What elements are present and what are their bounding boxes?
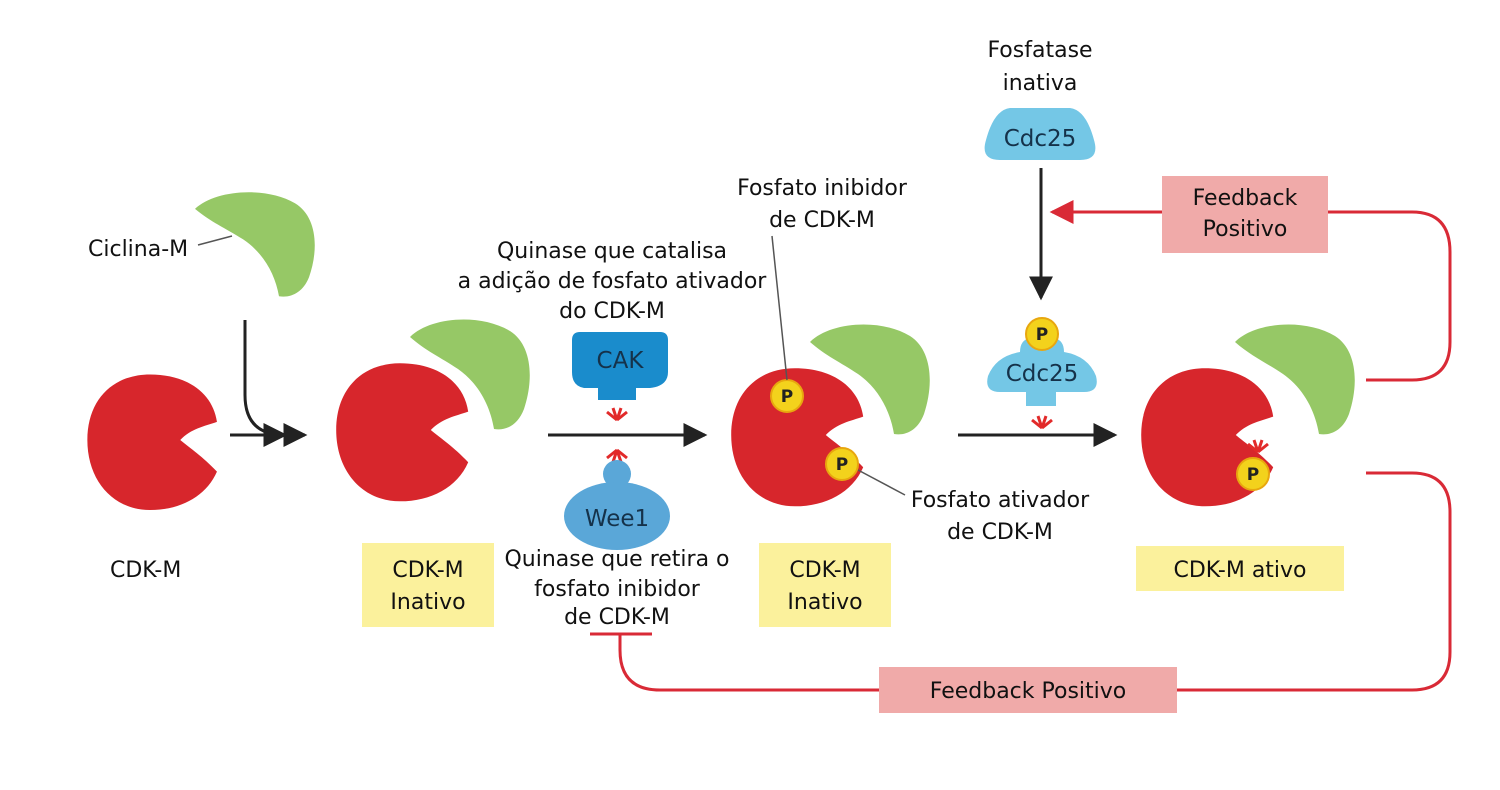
complex-1 xyxy=(336,319,530,502)
state-2-line-2: Inativo xyxy=(787,590,862,615)
cdk-free-label: CDK-M xyxy=(110,558,181,583)
state-1-line-1: CDK-M xyxy=(392,558,463,583)
cdc25-active-enzyme: Cdc25 P xyxy=(987,317,1097,430)
activating-leader-line xyxy=(857,469,906,496)
wee1-label: Wee1 xyxy=(585,506,649,532)
inhibitory-leader-line xyxy=(771,235,788,381)
binding-arrow-curved xyxy=(243,320,288,447)
activating-phosphate-symbol: P xyxy=(836,455,848,475)
cdc25-phosphate-symbol: P xyxy=(1036,325,1048,345)
phosphatase-line-2: inativa xyxy=(1003,71,1078,96)
phosphatase-line-1: Fosfatase xyxy=(987,38,1092,63)
activating-phosphate: P xyxy=(825,447,859,481)
cdc25-active-label: Cdc25 xyxy=(1006,361,1079,387)
state-box-3 xyxy=(1136,546,1344,591)
complex-2 xyxy=(731,324,930,507)
active-phosphate-symbol: P xyxy=(1247,465,1259,485)
feedback-top-line-2: Positivo xyxy=(1203,217,1288,242)
cdc25-inactive-label: Cdc25 xyxy=(1004,126,1077,152)
feedback-top-line-1: Feedback xyxy=(1193,186,1298,211)
cyclin-shape xyxy=(195,192,315,297)
cak-desc-line-2: a adição de fosfato ativador xyxy=(458,269,768,294)
cdk-free-protein xyxy=(87,374,217,511)
cdk-shape xyxy=(87,374,217,511)
cak-enzyme: CAK xyxy=(572,332,668,422)
activating-label-line-2: de CDK-M xyxy=(947,520,1053,545)
cyclin-leader-line xyxy=(197,235,233,246)
cak-desc-line-1: Quinase que catalisa xyxy=(497,239,727,264)
wee1-desc-line-1: Quinase que retira o xyxy=(504,547,729,572)
cak-sparks xyxy=(605,406,629,422)
feedback-bottom-line xyxy=(618,471,1452,692)
inhibitory-phosphate: P xyxy=(770,379,804,413)
wee1-desc-line-2: fosfato inibidor xyxy=(534,577,701,602)
active-phosphate: P xyxy=(1236,457,1270,491)
cdc25-sparks xyxy=(1030,414,1054,430)
state-box-2 xyxy=(759,543,891,627)
cdc25-inactive-enzyme: Cdc25 xyxy=(984,108,1096,160)
inhibitory-phosphate-symbol: P xyxy=(781,387,793,407)
wee1-enzyme: Wee1 xyxy=(564,448,670,550)
feedback-top-box xyxy=(1162,176,1328,253)
feedback-bottom-label: Feedback Positivo xyxy=(930,679,1127,704)
cak-desc-line-3: do CDK-M xyxy=(559,299,665,324)
feedback-bottom-box xyxy=(879,667,1177,713)
inhibitory-label-line-1: Fosfato inibidor xyxy=(737,176,908,201)
feedback-top-line xyxy=(1049,200,1452,382)
state-box-1 xyxy=(362,543,494,627)
wee1-desc-line-3: de CDK-M xyxy=(564,605,670,630)
state-1-line-2: Inativo xyxy=(390,590,465,615)
cdc25-phosphate xyxy=(1025,317,1059,351)
state-3-label: CDK-M ativo xyxy=(1173,558,1306,583)
activating-label-line-1: Fosfato ativador xyxy=(911,488,1090,513)
state-2-line-1: CDK-M xyxy=(789,558,860,583)
cak-label: CAK xyxy=(597,348,645,374)
cyclin-free-protein xyxy=(195,192,315,297)
inhibitory-label-line-2: de CDK-M xyxy=(769,208,875,233)
cyclin-label: Ciclina-M xyxy=(88,237,188,262)
